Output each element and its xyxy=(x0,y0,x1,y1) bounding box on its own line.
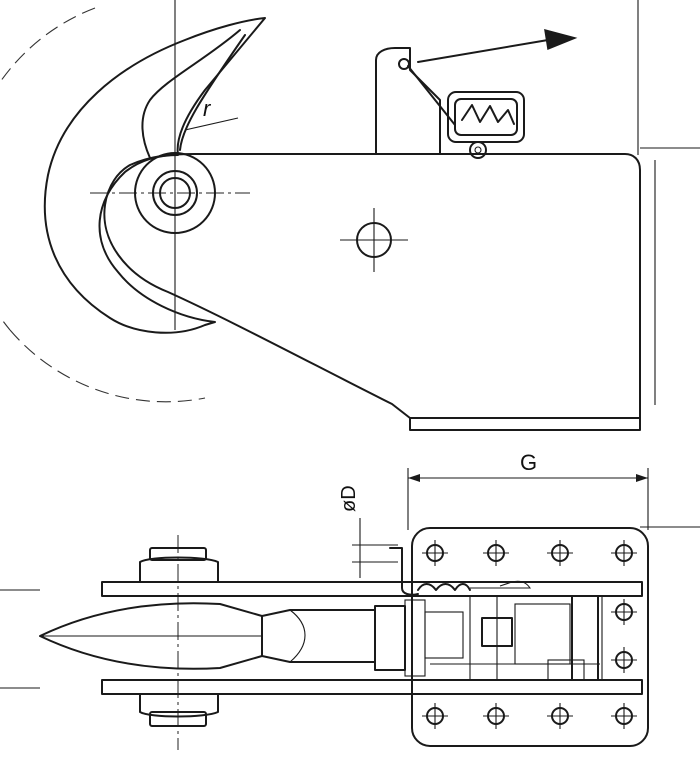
swing-radius-arc-lower xyxy=(9,329,206,403)
radius-leader xyxy=(184,117,239,131)
circle-hole-icon xyxy=(422,540,448,566)
hook-side-view: r xyxy=(0,0,700,431)
lower-bushing-cap xyxy=(149,711,207,727)
dim-label-g: G xyxy=(520,450,537,475)
circle-hole-icon xyxy=(611,703,637,729)
hook-jaw xyxy=(43,17,266,334)
circle-hole-icon xyxy=(422,703,448,729)
hook-jaw-inner-edge xyxy=(179,34,246,151)
upper-bushing xyxy=(139,556,219,583)
arrow-right-icon xyxy=(417,28,578,63)
circle-hole-icon xyxy=(611,599,637,625)
hook-jaw-recess xyxy=(141,29,241,159)
spring-icon xyxy=(447,91,525,143)
dim-label-d: øD xyxy=(338,485,360,512)
plan-view: G øD xyxy=(0,450,700,750)
hook-shank-taper xyxy=(289,609,306,663)
circle-hole-icon xyxy=(483,540,509,566)
latch-roller-inner xyxy=(474,146,482,154)
radius-label: r xyxy=(203,96,212,121)
dimension-d: øD xyxy=(338,485,398,578)
circle-hole-icon xyxy=(611,647,637,673)
hook-shank xyxy=(261,609,376,663)
circle-hole-icon xyxy=(611,540,637,566)
circle-hole-icon xyxy=(547,703,573,729)
lower-bushing xyxy=(139,693,219,718)
latch-pin xyxy=(398,58,410,70)
mounting-plate xyxy=(411,527,649,747)
internal-mechanism xyxy=(374,595,603,681)
swing-radius-arc xyxy=(0,7,96,331)
upper-side-plate xyxy=(101,581,643,597)
circle-hole-icon xyxy=(483,703,509,729)
dimension-g: G xyxy=(407,450,649,530)
circle-hole-icon xyxy=(340,208,408,272)
body-plate xyxy=(103,153,641,419)
latch-housing xyxy=(375,47,441,155)
body-bottom-strip xyxy=(409,417,641,431)
upper-bushing-cap xyxy=(149,547,207,561)
spring-icon xyxy=(389,547,532,596)
latch-roller xyxy=(469,141,487,159)
pivot-bushing xyxy=(134,152,216,234)
bolt-holes xyxy=(422,540,637,729)
lower-side-plate xyxy=(101,679,643,695)
circle-hole-icon xyxy=(547,540,573,566)
